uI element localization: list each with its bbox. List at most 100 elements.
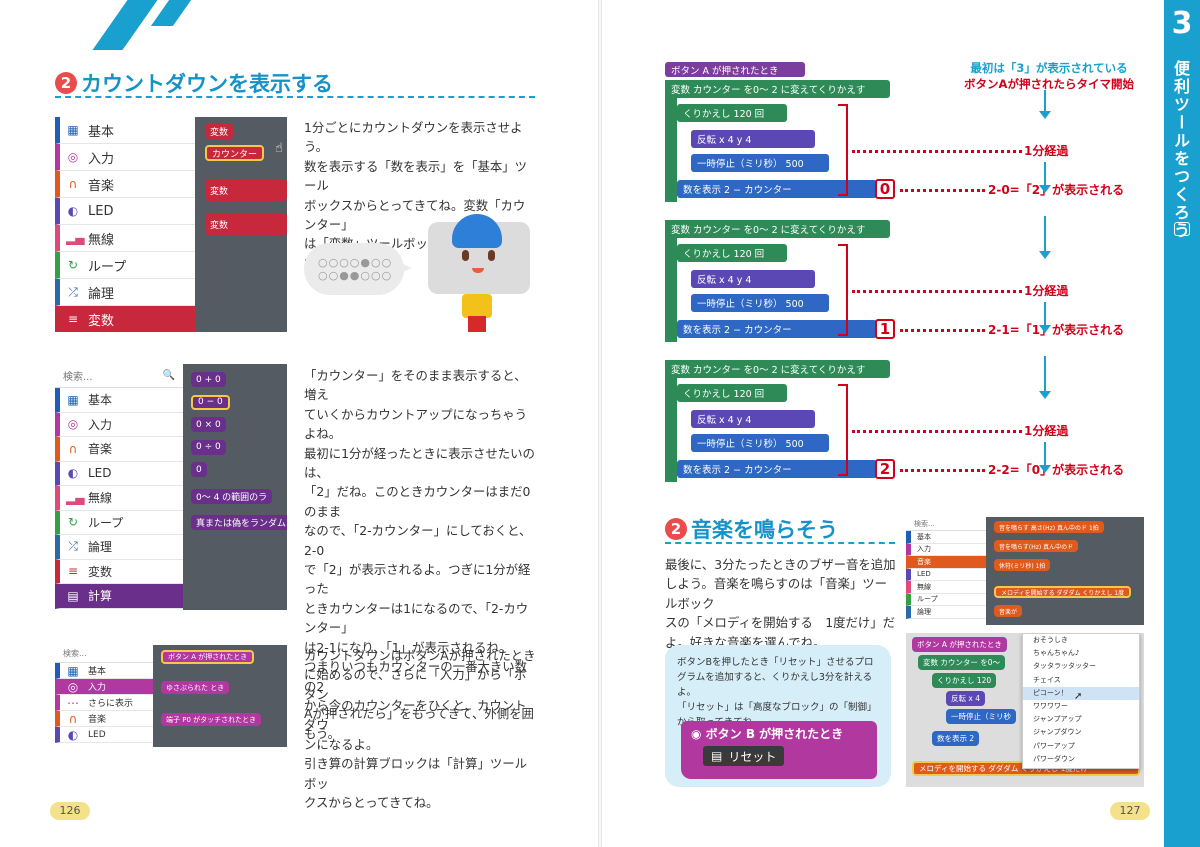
search-input[interactable]: 検索... [906, 517, 986, 531]
toolbox-item[interactable]: ▂▄無線 [55, 225, 195, 252]
toolbox-item[interactable]: ↻ループ [55, 510, 183, 535]
music-block[interactable]: 音を鳴らす 高さ(Hz) 真ん中のド 1拍 [994, 521, 1104, 533]
section-title-text: カウントダウンを表示する [81, 72, 333, 96]
toolbox-items: ▦基本◎入力∩音楽◐LED▂▄無線↻ループ⤮論理≡変数▤計算 [55, 388, 183, 609]
melody-panel-block[interactable]: 一時停止（ミリ秒 [946, 709, 1016, 724]
toolbox-item[interactable]: ◎入力 [55, 144, 195, 171]
toolbox-item[interactable]: ⤮論理 [55, 535, 183, 560]
toolbox-item[interactable]: ≡変数 [55, 559, 183, 584]
show-number-block[interactable]: 数を表示 2 − カウンター [677, 320, 877, 338]
event-block[interactable]: ボタン A が押されたとき [665, 62, 805, 77]
var-loop-block[interactable]: 変数 カウンター を0〜 2 に変えてくりかえす [665, 80, 890, 98]
music-block[interactable]: 音楽が [994, 605, 1023, 617]
melody-panel-block[interactable]: ボタン A が押されたとき [912, 637, 1007, 652]
math-block[interactable]: 0〜 4 の範囲のラ [191, 488, 273, 504]
melody-panel-block[interactable]: 変数 カウンター を0〜 [918, 655, 1006, 670]
melody-screenshot: ボタン A が押されたとき変数 カウンター を0〜くりかえし 120 反転 x 4… [906, 633, 1144, 787]
music-block[interactable]: 休符(ミリ秒) 1拍 [994, 559, 1051, 571]
block-button-pressed[interactable]: ボタン A が押されたとき [161, 650, 255, 664]
toolbox-item[interactable]: ループ [906, 593, 986, 606]
toolbox-item[interactable]: ▦基本 [55, 117, 195, 144]
math-block[interactable]: 0 [191, 462, 207, 477]
search-input[interactable]: 検索... [55, 645, 153, 663]
pause-block[interactable]: 一時停止（ミリ秒） 500 [691, 434, 829, 452]
toolbox-item[interactable]: LED [906, 568, 986, 581]
melody-option[interactable]: パワーアップ [1033, 741, 1075, 750]
toggle-led-block[interactable]: 反転 x 4 y 4 [691, 130, 815, 148]
melody-option[interactable]: ワワワワー [1033, 701, 1068, 710]
toolbox-item[interactable]: 無線 [906, 581, 986, 594]
toolbox-item[interactable]: ▂▄無線 [55, 486, 183, 511]
melody-dropdown[interactable]: おそうしきちゃんちゃん♪ タッタラッタッターチェイスピコーン！ワワワワージャンプア… [1022, 633, 1140, 769]
block-set-variable[interactable]: 変数 [205, 179, 287, 201]
var-loop-block[interactable]: 変数 カウンター を0〜 2 に変えてくりかえす [665, 360, 890, 378]
list-icon: ≡ [67, 312, 79, 326]
block-change-variable[interactable]: 変数 [205, 213, 287, 235]
toolbox-item[interactable]: ∩音楽 [55, 437, 183, 462]
melody-option[interactable]: ちゃんちゃん♪ [1033, 649, 1080, 658]
text-line: ンになるよ。 [304, 736, 379, 752]
repeat-block[interactable]: くりかえし 120 回 [677, 244, 787, 262]
melody-option[interactable]: ピコーン！ [1023, 686, 1139, 700]
melody-panel-block[interactable]: 反転 x 4 [946, 691, 985, 706]
toggle-led-block[interactable]: 反転 x 4 y 4 [691, 410, 815, 428]
show-number-block[interactable]: 数を表示 2 − カウンター [677, 180, 877, 198]
music-block[interactable]: 音を鳴らす(Hz) 真ん中のド [994, 540, 1079, 552]
melody-option[interactable]: おそうしき [1033, 636, 1068, 644]
toolbox-item[interactable]: 論理 [906, 606, 986, 619]
var-loop-block[interactable]: 変数 カウンター を0〜 2 に変えてくりかえす [665, 220, 890, 238]
block-shaken[interactable]: ゆさぶられた とき [161, 681, 230, 694]
math-block[interactable]: 0 + 0 [191, 372, 226, 387]
toolbox-item-label: LED [88, 203, 114, 219]
tip-event-block[interactable]: ◉ ボタン B が押されたとき [691, 727, 844, 741]
melody-option[interactable]: チェイス [1033, 675, 1061, 684]
flow-note-line2: ボタンAが押されたらタイマ開始 [964, 77, 1134, 91]
toolbox-item[interactable]: ∩音楽 [55, 711, 153, 727]
reset-icon: ▤ [711, 749, 723, 763]
toggle-led-block[interactable]: 反転 x 4 y 4 [691, 270, 815, 288]
toolbox-item[interactable]: ◎入力 [55, 412, 183, 437]
toolbox-item[interactable]: ⤮論理 [55, 279, 195, 306]
toolbox-item[interactable]: ▤計算 [55, 584, 183, 609]
toolbox-item[interactable]: ◐LED [55, 461, 183, 486]
result-number-box: 1 [875, 319, 895, 339]
toolbox-item[interactable]: ≡変数 [55, 306, 195, 332]
toolbox-item[interactable]: ↻ループ [55, 252, 195, 279]
toolbox-item[interactable]: ◐LED [55, 198, 195, 225]
signal-icon: ▂▄ [66, 231, 85, 245]
target-icon: ◎ [67, 150, 79, 164]
melody-option[interactable]: タッタラッタッター [1033, 662, 1096, 671]
toolbox-item[interactable]: 基本 [906, 531, 986, 544]
toolbox-item[interactable]: ▦基本 [55, 388, 183, 413]
block-pin-touched[interactable]: 端子 P0 がタッチされたとき [161, 713, 262, 726]
melody-panel-block[interactable]: くりかえし 120 [932, 673, 997, 688]
section-number: 2 [55, 72, 77, 94]
math-block[interactable]: 0 ÷ 0 [191, 439, 226, 455]
repeat-block[interactable]: くりかえし 120 回 [677, 384, 787, 402]
toolbox-item[interactable]: ▦基本 [55, 663, 153, 679]
result-annotation: 2-1=「1」が表示される [988, 323, 1125, 337]
toolbox-item[interactable]: ∩音楽 [55, 171, 195, 198]
melody-option[interactable]: ジャンプアップ [1033, 715, 1082, 724]
pause-block[interactable]: 一時停止（ミリ秒） 500 [691, 294, 829, 312]
toolbox-item[interactable]: ⋯さらに表示 [55, 695, 153, 711]
block-counter[interactable]: カウンター [205, 145, 265, 161]
math-block[interactable]: 0 − 0 [191, 394, 230, 410]
tip-reset-block[interactable]: ▤ リセット [703, 746, 785, 766]
show-number-block[interactable]: 数を表示 2 − カウンター [677, 460, 877, 478]
toolbox-item[interactable]: ◐LED [55, 727, 153, 743]
text-line: しよう。音楽を鳴らすのは「音楽」ツールボック [665, 576, 888, 611]
melody-option[interactable]: パワーダウン [1033, 754, 1075, 763]
melody-panel-block[interactable]: 数を表示 2 [932, 731, 980, 746]
search-input[interactable]: 検索... 🔍 [55, 364, 183, 388]
block-variable[interactable]: 変数 [205, 123, 234, 139]
music-block[interactable]: メロディを開始する ダダダム くりかえし 1度 [994, 586, 1132, 598]
pause-block[interactable]: 一時停止（ミリ秒） 500 [691, 154, 829, 172]
toolbox-item[interactable]: 音楽 [906, 556, 986, 569]
math-block[interactable]: 真または偽をランダム [191, 515, 287, 530]
toolbox-item[interactable]: ◎入力 [55, 679, 153, 695]
repeat-block[interactable]: くりかえし 120 回 [677, 104, 787, 122]
melody-option[interactable]: ジャンプダウン [1033, 728, 1082, 737]
toolbox-item[interactable]: 入力 [906, 543, 986, 556]
math-block[interactable]: 0 × 0 [191, 417, 226, 432]
